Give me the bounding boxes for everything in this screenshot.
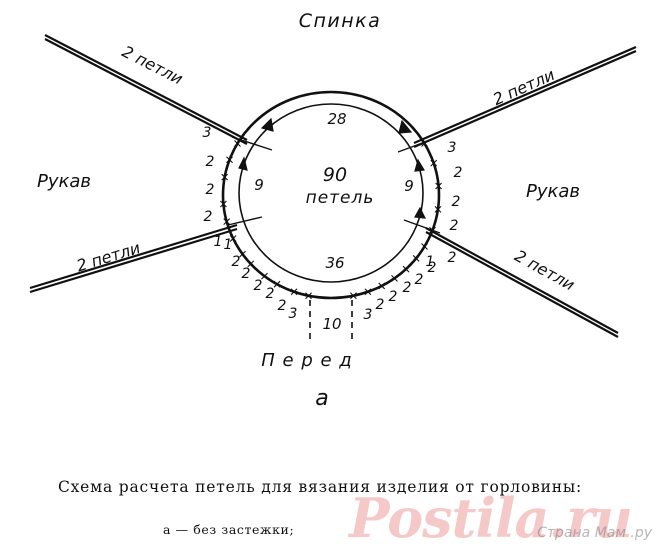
- left-mark-3: 2: [204, 209, 213, 225]
- cross-mark-4: [223, 218, 231, 226]
- cross-mark-3: [220, 200, 227, 208]
- raglan-label-top-right: 2 петли: [490, 65, 558, 109]
- cross-mark-18: [421, 243, 428, 250]
- arrow-left-mid: [238, 156, 248, 171]
- right-mark-0: 3: [448, 140, 457, 156]
- raglan-line-bottom-left-2: [29, 227, 238, 294]
- cross-mark-21: [435, 182, 442, 190]
- cross-mark-22: [430, 159, 438, 167]
- raglan-line-bottom-right-2: [425, 231, 619, 338]
- neckline-outer-circle: [221, 90, 441, 300]
- right-mark-2: 2: [452, 194, 461, 210]
- stitch-cross-marks: [220, 140, 442, 300]
- cross-mark-23: [421, 140, 428, 147]
- cross-mark-11: [305, 292, 312, 300]
- front-right-mark-3: 2: [403, 280, 412, 296]
- front-right-mark-5: 2: [428, 260, 437, 276]
- cross-mark-15: [391, 274, 398, 282]
- front-right-mark-4: 2: [415, 272, 424, 288]
- left-mark-2: 2: [206, 182, 215, 198]
- caption-title: Схема расчета петель для вязания изделия…: [57, 478, 583, 496]
- raglan-line-top-left-2: [44, 38, 248, 145]
- cross-mark-7: [247, 260, 255, 268]
- front-right-mark-1: 2: [376, 297, 385, 313]
- cross-mark-17: [412, 255, 420, 262]
- direction-arrows: [238, 117, 427, 219]
- label-variant: а: [315, 386, 328, 411]
- right-mark-5: 1: [426, 254, 435, 270]
- raglan-line-top-right-2: [413, 49, 637, 149]
- arrow-top-left: [260, 117, 274, 132]
- left-mark-5: 1: [224, 237, 233, 253]
- front-right-mark-0: 3: [364, 307, 373, 323]
- neckline-inner-circle: [238, 103, 424, 283]
- label-sleeve-right: Рукав: [526, 181, 580, 202]
- count-front-center: 10: [322, 315, 341, 333]
- tick-bottom-left: [227, 216, 263, 226]
- raglan-label-bottom-right: 2 петли: [511, 246, 578, 294]
- count-back: 28: [327, 110, 346, 128]
- arrow-right-mid: [414, 158, 425, 172]
- front-left-mark-2: 2: [254, 278, 263, 294]
- cross-mark-1: [226, 156, 233, 164]
- front-left-mark-4: 2: [278, 298, 287, 314]
- center-count: 90: [323, 164, 347, 186]
- raglan-lines: [29, 34, 637, 338]
- cross-mark-14: [378, 282, 386, 290]
- cross-mark-13: [364, 288, 372, 296]
- front-right-mark-2: 2: [389, 289, 398, 305]
- arrow-right-low: [414, 206, 427, 219]
- cross-mark-9: [273, 280, 281, 288]
- raglan-line-bottom-left: [29, 223, 238, 290]
- count-left-sleeve: 9: [254, 176, 264, 194]
- watermark-logo: Postila.ru: [348, 486, 633, 550]
- tick-top-right: [397, 137, 437, 153]
- cross-mark-6: [239, 250, 246, 258]
- watermark-sub: Страна Мам .ру: [537, 525, 652, 541]
- raglan-label-bottom-left: 2 петли: [74, 238, 142, 275]
- cross-mark-2: [221, 173, 229, 181]
- right-mark-3: 2: [450, 218, 459, 234]
- cross-mark-20: [434, 205, 442, 213]
- front-left-mark-3: 2: [266, 286, 275, 302]
- cross-mark-10: [290, 288, 298, 296]
- right-mark-1: 2: [454, 165, 463, 181]
- arrow-top-right: [398, 119, 413, 134]
- label-front: П е р е д: [261, 350, 352, 371]
- raglan-line-bottom-right: [425, 227, 619, 334]
- left-mark-1: 2: [206, 154, 215, 170]
- raglan-label-top-left: 2 петли: [119, 42, 186, 89]
- front-left-mark-0: 2: [232, 254, 241, 270]
- cross-mark-12: [350, 292, 357, 300]
- right-mark-4: 2: [448, 250, 457, 266]
- front-center-dashes: [309, 300, 353, 342]
- cross-mark-16: [402, 265, 410, 273]
- tick-bottom-right: [403, 219, 441, 234]
- tick-top-left: [231, 136, 273, 151]
- cross-mark-8: [261, 272, 268, 280]
- raglan-ticks: [227, 136, 441, 234]
- count-front: 36: [325, 254, 344, 272]
- left-mark-0: 3: [203, 125, 212, 141]
- raglan-line-top-right: [413, 45, 637, 145]
- cross-mark-19: [429, 226, 436, 234]
- caption-variant: а — без застежки;: [163, 522, 295, 537]
- cross-mark-5: [229, 235, 237, 242]
- raglan-line-top-left: [44, 34, 248, 141]
- left-mark-4: 1: [214, 234, 223, 250]
- center-unit: петель: [306, 188, 375, 208]
- count-right-sleeve: 9: [404, 177, 414, 195]
- label-back: Спинка: [299, 10, 382, 32]
- front-left-mark-1: 2: [242, 266, 251, 282]
- label-sleeve-left: Рукав: [37, 171, 91, 192]
- front-left-mark-5: 3: [289, 306, 298, 322]
- cross-mark-0: [234, 140, 241, 147]
